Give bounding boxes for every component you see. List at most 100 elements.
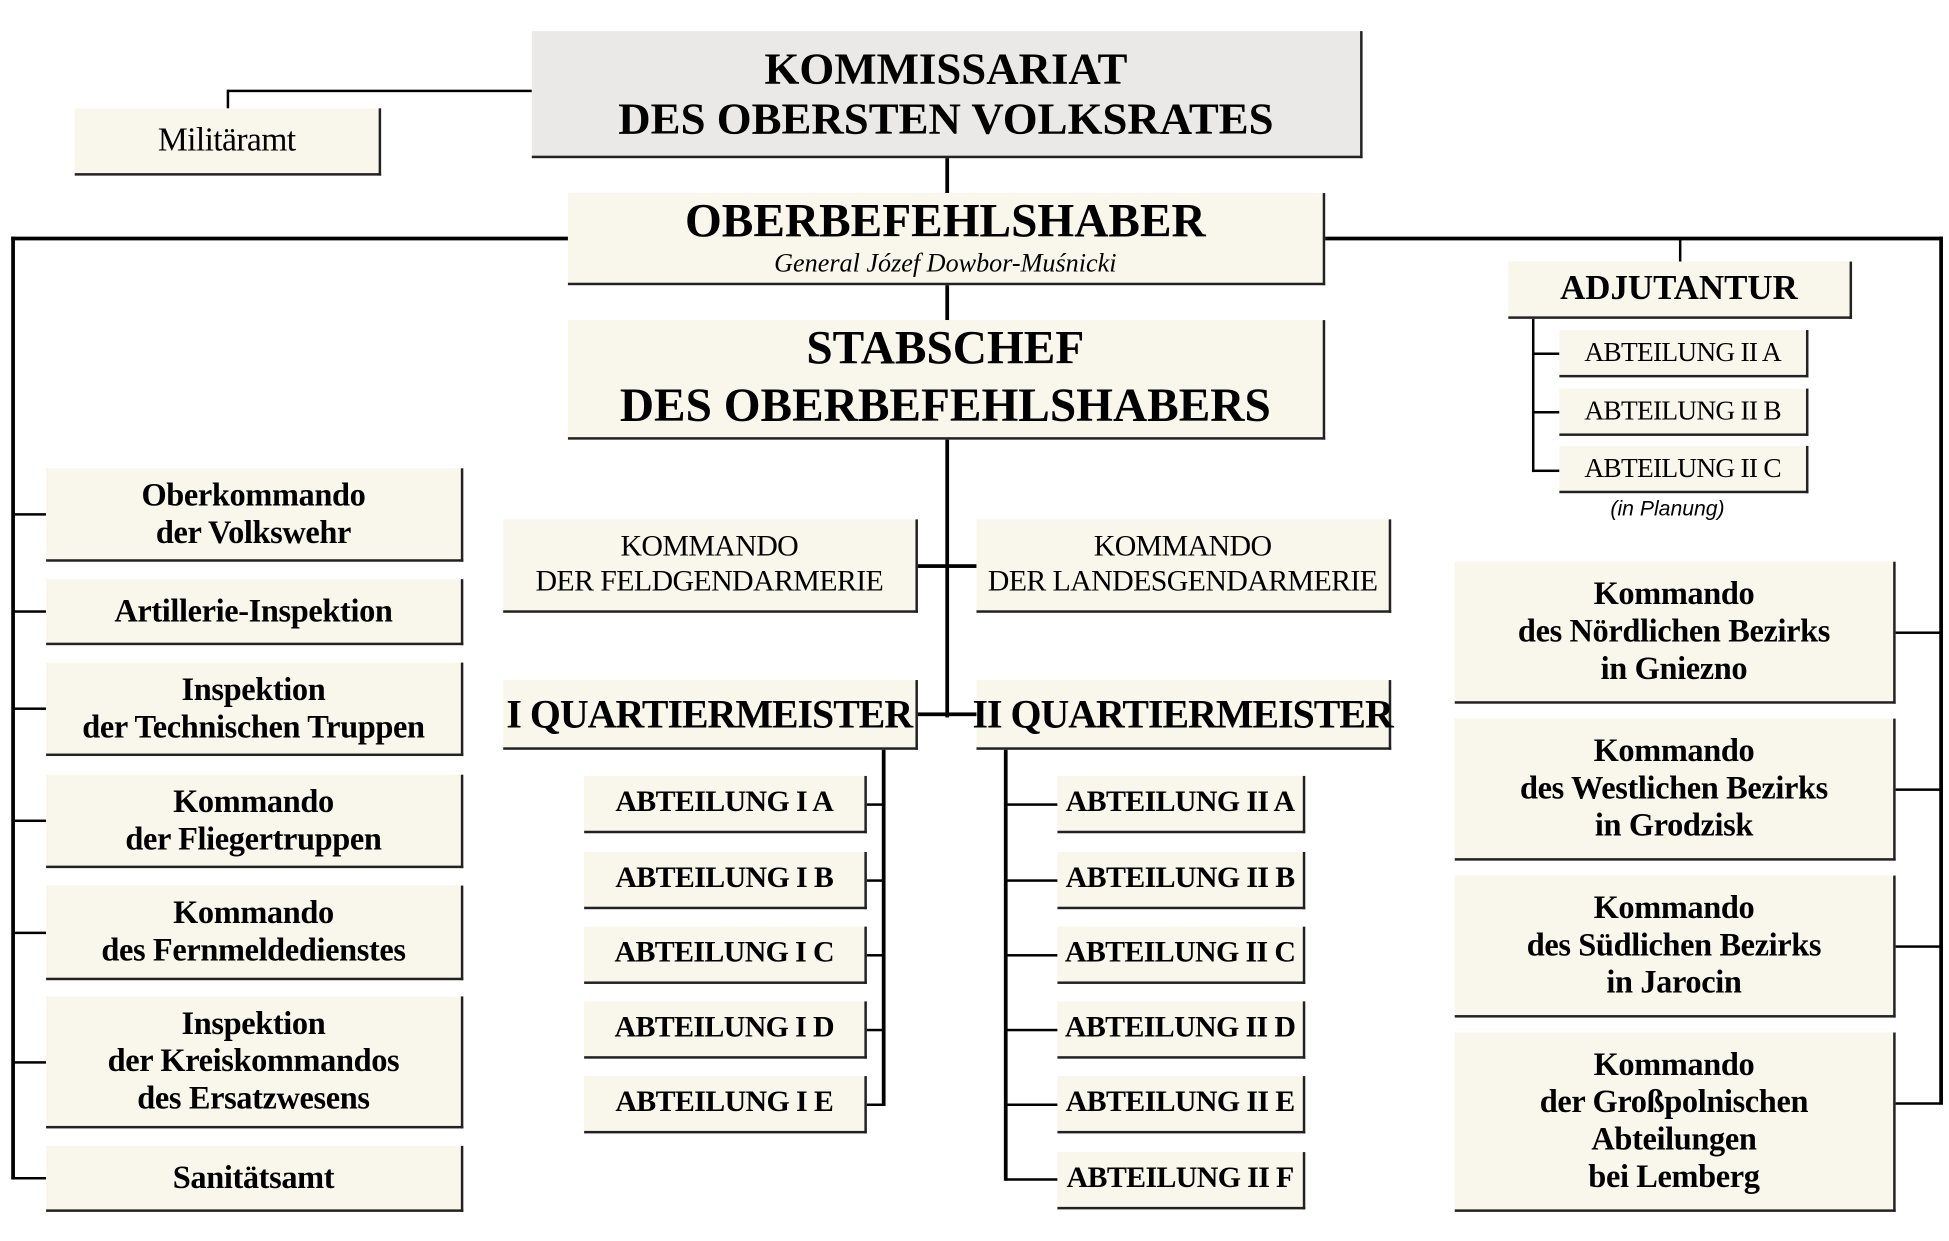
connector (12, 931, 47, 935)
abteilung-i-b[interactable]: ABTEILUNG I B (584, 851, 867, 910)
box-line: des Ersatzwesens (137, 1079, 370, 1116)
box-line: DER LANDESGENDARMERIE (987, 564, 1378, 598)
box-line: ABTEILUNG II F (1066, 1162, 1295, 1195)
connector (1939, 236, 1943, 1105)
noerdlicher-bezirk-box[interactable]: Kommando des Nördlichen Bezirks in Gniez… (1454, 561, 1896, 704)
connector (1894, 631, 1941, 634)
connector (1894, 788, 1941, 791)
connector (1678, 239, 1682, 262)
abteilung-i-e[interactable]: ABTEILUNG I E (584, 1076, 867, 1134)
fernmeldedienst-box[interactable]: Kommando des Fernmeldedienstes (46, 885, 464, 981)
oberbefehlshaber-box[interactable]: OBERBEFEHLSHABER General Józef Dowbor-Mu… (567, 193, 1326, 286)
connector (1323, 236, 1943, 241)
box-line: ADJUTANTUR (1560, 268, 1798, 308)
box-line: Abteilungen (1591, 1120, 1757, 1158)
box-line: Kommando (1593, 575, 1755, 612)
box-line: des Westlichen Bezirks (1520, 769, 1828, 806)
box-line: des Nördlichen Bezirks (1517, 612, 1830, 649)
grosspolnische-abteilungen-box[interactable]: Kommando der Großpolnischen Abteilungen … (1454, 1032, 1896, 1212)
connector (1005, 1103, 1058, 1107)
box-line: ABTEILUNG II D (1064, 1011, 1296, 1044)
connector (865, 803, 884, 806)
feldgendarmerie-box[interactable]: KOMMANDO DER FELDGENDARMERIE (503, 519, 918, 613)
connector (881, 748, 886, 1107)
stabschef-box[interactable]: STABSCHEF DES OBERBEFEHLSHABERS (567, 320, 1326, 440)
box-line: STABSCHEF (806, 323, 1085, 376)
abteilung-ii-c[interactable]: ABTEILUNG II C (1057, 926, 1306, 984)
adjutantur-box[interactable]: ADJUTANTUR (1508, 261, 1853, 319)
box-line: KOMMANDO (620, 530, 799, 563)
connector (227, 89, 532, 93)
connector (12, 610, 47, 613)
connector (945, 283, 950, 321)
box-line: in Jarocin (1606, 963, 1742, 1001)
abteilung-i-a[interactable]: ABTEILUNG I A (584, 775, 867, 834)
box-line: der Großpolnischen (1539, 1083, 1809, 1120)
box-line: ABTEILUNG II A (1584, 336, 1781, 368)
connector (1003, 748, 1008, 1181)
connector (1005, 954, 1058, 957)
connector (1894, 945, 1941, 948)
abteilung-ii-f[interactable]: ABTEILUNG II F (1057, 1152, 1306, 1210)
box-line: Artillerie-Inspektion (114, 592, 393, 629)
connector (12, 1061, 47, 1064)
abteilung-i-d[interactable]: ABTEILUNG I D (584, 1001, 867, 1059)
connector (12, 707, 47, 710)
box-line: der Kreiskommandos (107, 1042, 400, 1079)
connector (945, 156, 950, 194)
quartiermeister-2-box[interactable]: II QUARTIERMEISTER (972, 680, 1394, 750)
adjutantur-abteilung-b[interactable]: ABTEILUNG II B (1559, 388, 1809, 436)
box-line: ABTEILUNG II C (1584, 452, 1781, 484)
box-line: in Grodzisk (1594, 807, 1754, 844)
militaeramt-box[interactable]: Militäramt (74, 108, 382, 176)
box-line: ABTEILUNG II C (1064, 936, 1296, 970)
box-line: ABTEILUNG II A (1065, 786, 1295, 819)
box-line: ABTEILUNG I B (615, 862, 834, 895)
box-line: KOMMANDO (1093, 530, 1272, 563)
box-line: Inspektion (181, 1005, 326, 1042)
connector (865, 879, 884, 882)
box-line: Sanitätsamt (172, 1158, 335, 1196)
landesgendarmerie-box[interactable]: KOMMANDO DER LANDESGENDARMERIE (976, 519, 1392, 613)
box-line: ABTEILUNG II B (1065, 862, 1295, 895)
connector (12, 513, 47, 516)
box-line: ABTEILUNG I A (615, 786, 834, 819)
box-line: II QUARTIERMEISTER (972, 690, 1393, 736)
box-line: der Fliegertruppen (125, 820, 382, 857)
quartiermeister-1-box[interactable]: I QUARTIERMEISTER (503, 680, 918, 750)
abteilung-ii-a[interactable]: ABTEILUNG II A (1057, 775, 1306, 834)
box-line: in Gniezno (1600, 650, 1748, 687)
connector (1894, 1102, 1941, 1105)
box-line: Kommando (1593, 732, 1755, 769)
box-line: Kommando (1593, 889, 1755, 926)
kreiskommandos-box[interactable]: Inspektion der Kreiskommandos des Ersatz… (46, 996, 464, 1129)
box-line: ABTEILUNG II E (1065, 1086, 1295, 1119)
oberkommando-volkswehr-box[interactable]: Oberkommando der Volkswehr (46, 468, 464, 562)
box-line: KOMMISSARIAT (764, 43, 1128, 94)
sanitaetsamt-box[interactable]: Sanitätsamt (46, 1145, 464, 1212)
abteilung-ii-e[interactable]: ABTEILUNG II E (1057, 1076, 1306, 1134)
kommissariat-box[interactable]: KOMMISSARIAT DES OBERSTEN VOLKSRATES (531, 31, 1363, 159)
box-line: DES OBERSTEN VOLKSRATES (618, 93, 1274, 144)
box-line: ABTEILUNG II B (1584, 395, 1781, 427)
box-line: des Südlichen Bezirks (1526, 926, 1822, 963)
connector (1531, 352, 1560, 355)
box-line: Kommando (173, 894, 334, 931)
adjutantur-abteilung-c[interactable]: ABTEILUNG II C (1559, 445, 1809, 494)
abteilung-ii-b[interactable]: ABTEILUNG II B (1057, 851, 1306, 910)
box-line: bei Lemberg (1588, 1158, 1760, 1195)
abteilung-i-c[interactable]: ABTEILUNG I C (584, 926, 867, 984)
box-line: DES OBERBEFEHLSHABERS (619, 379, 1271, 433)
box-line: der Volkswehr (155, 513, 352, 550)
suedlicher-bezirk-box[interactable]: Kommando des Südlichen Bezirks in Jaroci… (1454, 875, 1896, 1018)
technische-truppen-box[interactable]: Inspektion der Technischen Truppen (46, 662, 464, 757)
westlicher-bezirk-box[interactable]: Kommando des Westlichen Bezirks in Grodz… (1454, 718, 1896, 861)
connector (11, 236, 568, 241)
connector (226, 89, 230, 109)
fliegertruppen-box[interactable]: Kommando der Fliegertruppen (46, 774, 464, 869)
adjutantur-abteilung-a[interactable]: ABTEILUNG II A (1559, 330, 1809, 378)
connector (1005, 1178, 1058, 1181)
abteilung-ii-d[interactable]: ABTEILUNG II D (1057, 1001, 1306, 1059)
artillerie-inspektion-box[interactable]: Artillerie-Inspektion (46, 579, 464, 646)
